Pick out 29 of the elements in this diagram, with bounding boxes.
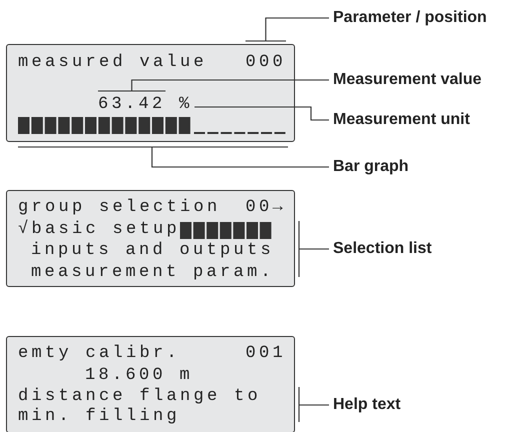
display-text: √basic setup (18, 220, 180, 240)
callout-label: Measurement value (333, 70, 482, 90)
display-text: 000 (245, 53, 286, 73)
display-text: 18.600 m (85, 366, 194, 386)
display-text: 63.42 (98, 95, 166, 115)
bar-graph (18, 117, 288, 135)
callout-label: Measurement unit (333, 110, 470, 130)
display-text: % (179, 95, 193, 115)
display-text: 00→ (245, 198, 286, 218)
callout-label: Parameter / position (333, 8, 487, 28)
display-text: emty calibr. (18, 344, 180, 364)
leader-line (194, 106, 329, 121)
display-text: measured value (18, 53, 208, 73)
display-text: distance flange to min. filling (18, 387, 294, 427)
lcd-display (6, 190, 295, 287)
display-text: inputs and outputs (31, 241, 274, 261)
callout-label: Help text (333, 395, 401, 415)
leader-line (97, 79, 330, 92)
callout-label: Bar graph (333, 157, 409, 177)
callout-label: Selection list (333, 239, 432, 259)
lcd-display (6, 336, 295, 432)
display-text: measurement param. (31, 263, 274, 283)
display-text: 001 (245, 344, 286, 364)
leader-line (244, 17, 330, 42)
display-text: group selection (18, 198, 221, 218)
leader-line (298, 220, 330, 278)
leader-line (298, 386, 330, 423)
leader-line (17, 146, 330, 168)
lcd-display (6, 44, 295, 142)
